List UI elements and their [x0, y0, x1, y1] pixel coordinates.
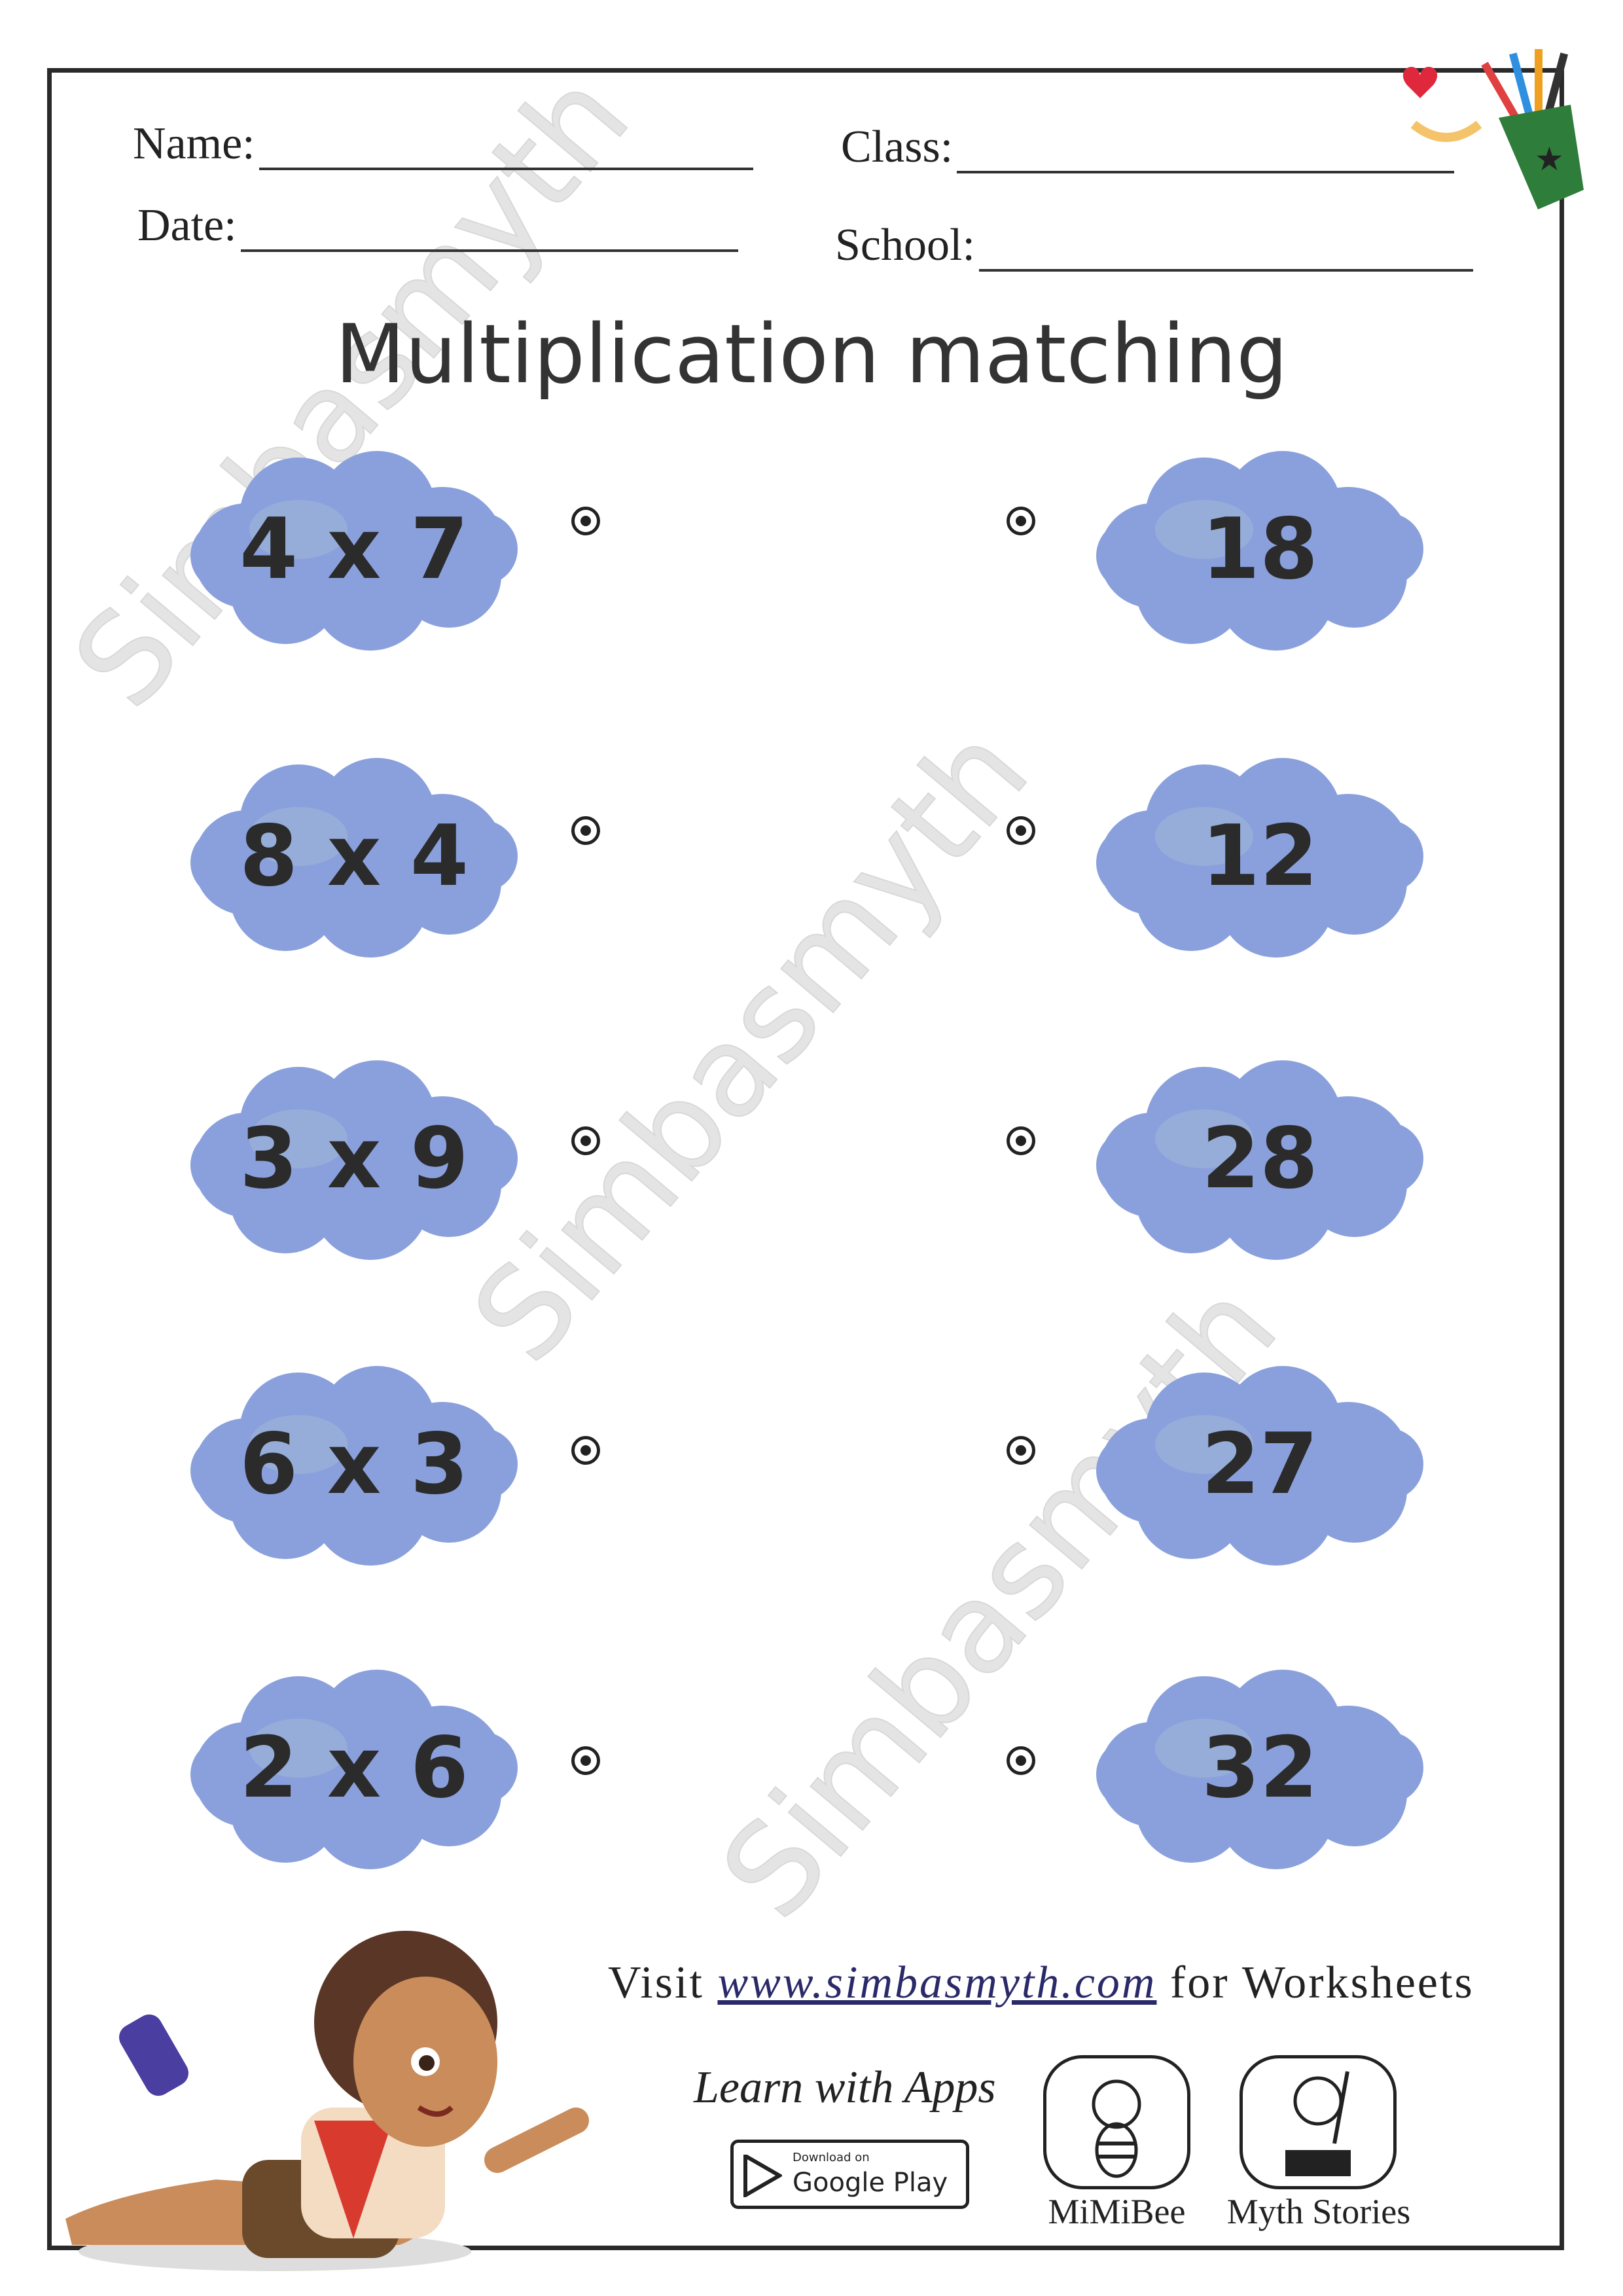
class-label: Class: [841, 122, 954, 172]
myth-stories-app-icon[interactable] [1240, 2055, 1397, 2189]
right-match-dot[interactable] [1007, 507, 1035, 535]
knight-icon [1285, 2071, 1351, 2176]
right-match-dot[interactable] [1007, 1746, 1035, 1775]
pencil-cup-icon: ★ [1402, 49, 1584, 209]
left-match-dot[interactable] [571, 507, 600, 535]
visit-text: Visit www.simbasmyth.com for Worksheets [608, 1957, 1474, 2009]
website-link[interactable]: www.simbasmyth.com [717, 1958, 1157, 2008]
myth-stories-label: Myth Stories [1226, 2192, 1411, 2231]
left-match-dot[interactable] [571, 1436, 600, 1465]
answer-text: 18 [1201, 500, 1319, 598]
problem-cloud: 3 x 9 [187, 1054, 521, 1263]
name-field[interactable]: Name: [133, 118, 753, 170]
gplay-small-text: Download on [793, 2151, 870, 2164]
school-field[interactable]: School: [835, 219, 1473, 272]
svg-text:★: ★ [1535, 141, 1564, 177]
answer-cloud: 32 [1093, 1663, 1427, 1873]
page-border [47, 68, 1564, 2250]
right-match-dot[interactable] [1007, 816, 1035, 845]
play-store-icon [743, 2155, 782, 2197]
mimibee-app-icon[interactable] [1043, 2055, 1190, 2189]
left-match-dot[interactable] [571, 816, 600, 845]
visit-suffix: for Worksheets [1169, 1958, 1474, 2008]
mimibee-label: MiMiBee [1048, 2192, 1186, 2231]
answer-cloud: 28 [1093, 1054, 1427, 1263]
left-match-dot[interactable] [571, 1126, 600, 1155]
answer-text: 27 [1201, 1415, 1319, 1513]
date-field[interactable]: Date: [137, 200, 738, 252]
gplay-big-text: Google Play [793, 2168, 948, 2198]
answer-text: 12 [1201, 807, 1319, 905]
right-match-dot[interactable] [1007, 1436, 1035, 1465]
page-title: Multiplication matching [335, 308, 1288, 402]
problem-text: 6 x 3 [240, 1415, 469, 1513]
left-match-dot[interactable] [571, 1746, 600, 1775]
visit-prefix: Visit [608, 1958, 704, 2008]
right-match-dot[interactable] [1007, 1126, 1035, 1155]
answer-cloud: 27 [1093, 1359, 1427, 1569]
boy-illustration [65, 1931, 589, 2271]
problem-cloud: 4 x 7 [187, 444, 521, 654]
name-label: Name: [133, 118, 255, 169]
problem-cloud: 6 x 3 [187, 1359, 521, 1569]
problem-text: 8 x 4 [240, 807, 469, 905]
learn-with-apps: Learn with Apps [694, 2062, 996, 2113]
problem-text: 4 x 7 [240, 500, 469, 598]
class-field[interactable]: Class: [841, 121, 1455, 173]
google-play-button[interactable]: Download on Google Play [730, 2140, 969, 2209]
answer-text: 28 [1201, 1109, 1319, 1208]
problem-text: 2 x 6 [240, 1719, 469, 1817]
school-label: School: [835, 220, 975, 270]
date-label: Date: [137, 200, 237, 251]
problem-cloud: 2 x 6 [187, 1663, 521, 1873]
bee-icon [1092, 2079, 1141, 2178]
answer-text: 32 [1201, 1719, 1319, 1817]
problem-cloud: 8 x 4 [187, 751, 521, 961]
problem-text: 3 x 9 [240, 1109, 469, 1208]
answer-cloud: 18 [1093, 444, 1427, 654]
answer-cloud: 12 [1093, 751, 1427, 961]
